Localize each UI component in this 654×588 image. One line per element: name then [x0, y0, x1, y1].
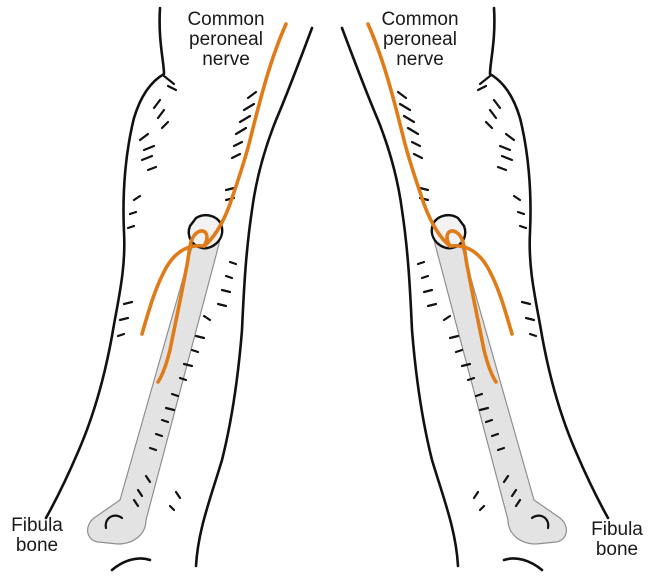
nerve-label-left-line3: nerve: [176, 50, 276, 70]
nerve-label-left-line1: Common: [176, 10, 276, 30]
nerve-label-left-line2: peroneal: [176, 30, 276, 50]
left-leg: [46, 8, 312, 570]
left-leg-ankle-line: [112, 558, 150, 570]
left-fibula-bone: [88, 227, 220, 544]
nerve-label-right-line2: peroneal: [370, 30, 470, 50]
bone-label-right: Fibula bone: [584, 520, 650, 560]
bone-label-left-line1: Fibula: [6, 516, 68, 536]
nerve-label-left: Common peroneal nerve: [176, 10, 276, 70]
right-fibula-bone: [434, 227, 566, 544]
bone-label-left: Fibula bone: [6, 516, 68, 556]
nerve-label-right-line3: nerve: [370, 50, 470, 70]
right-leg-inner-contour: [342, 28, 458, 566]
nerve-label-right-line1: Common: [370, 10, 470, 30]
right-leg-ankle-line: [504, 558, 542, 570]
nerve-label-right: Common peroneal nerve: [370, 10, 470, 70]
bone-label-right-line2: bone: [584, 540, 650, 560]
right-leg: [342, 8, 608, 570]
bone-label-left-line2: bone: [6, 536, 68, 556]
left-leg-inner-contour: [196, 28, 312, 566]
bone-label-right-line1: Fibula: [584, 520, 650, 540]
